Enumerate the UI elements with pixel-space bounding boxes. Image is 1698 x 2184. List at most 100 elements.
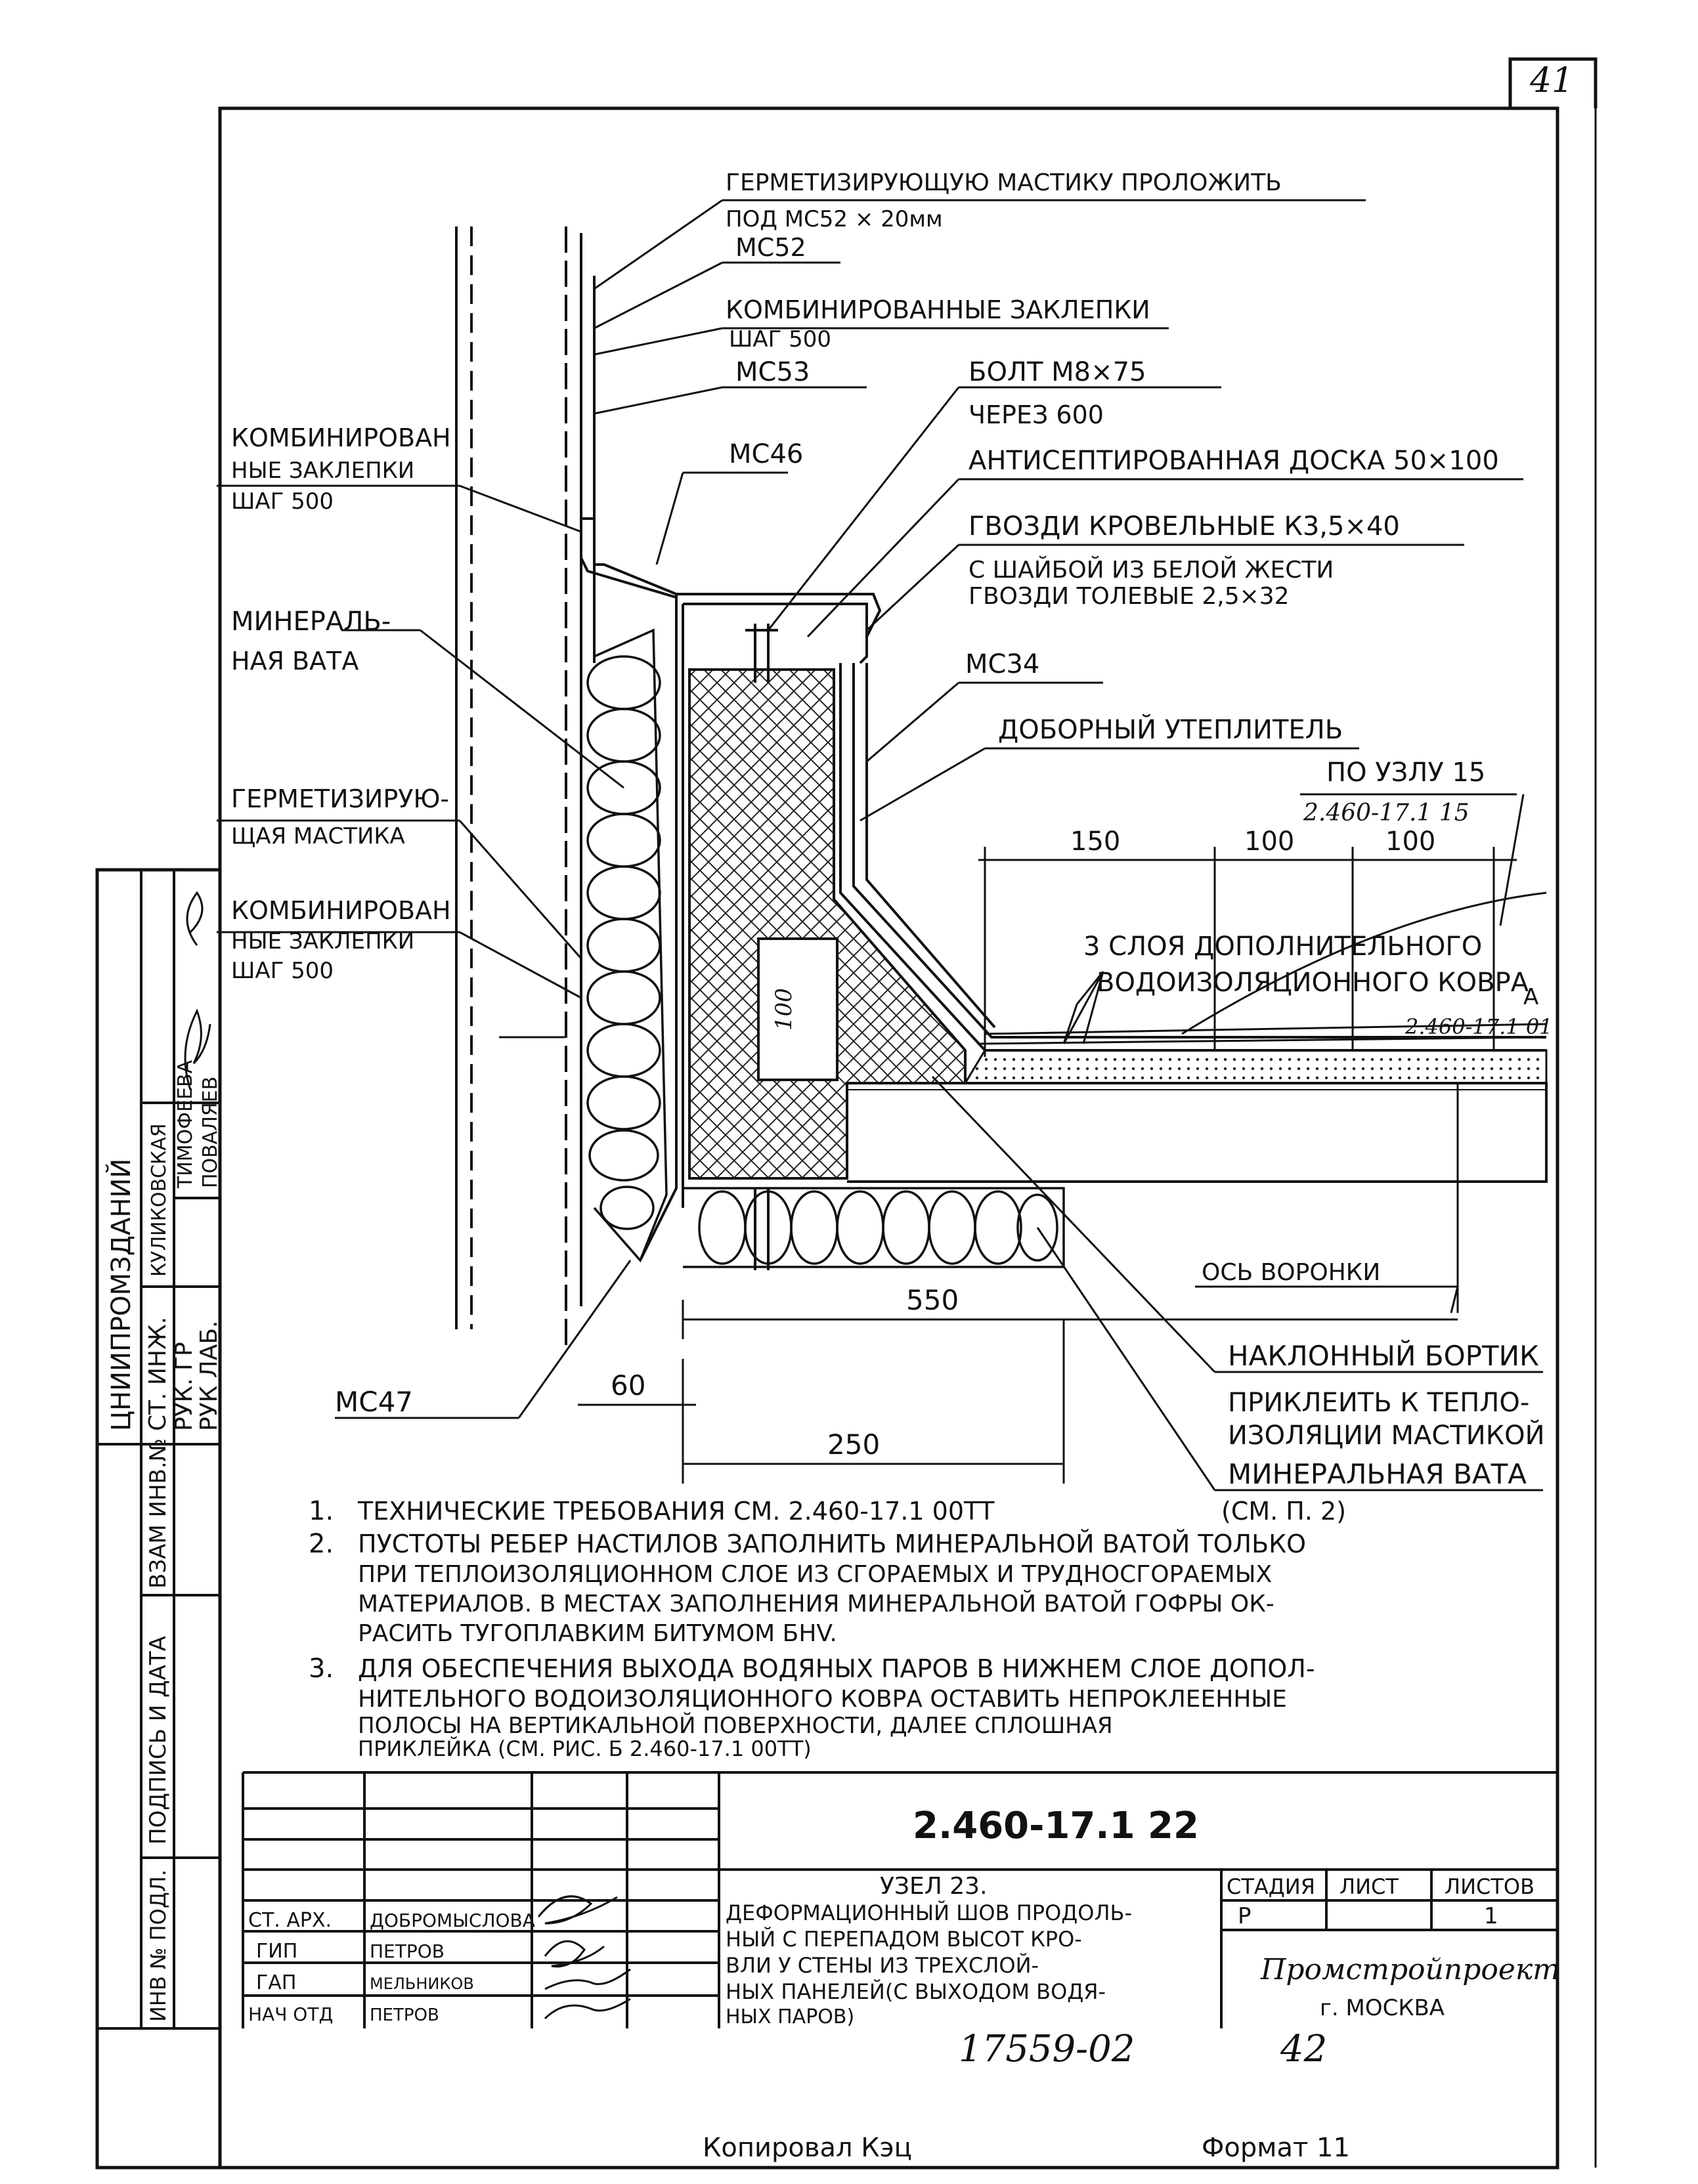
label-mc34: МС34 [965, 649, 1039, 679]
stamp-name-1: КУЛИКОВСКАЯ [148, 1123, 171, 1277]
label-board: АНТИСЕПТИРОВАННАЯ ДОСКА 50×100 [969, 446, 1499, 476]
archive-number: 17559-02 [959, 2028, 1135, 2070]
label-glue2: ИЗОЛЯЦИИ МАСТИКОЙ [1228, 1419, 1545, 1451]
org-city: г. МОСКВА [1320, 1995, 1445, 2021]
label-mineral-b: НАЯ ВАТА [231, 647, 359, 675]
wall-panel [455, 226, 596, 1346]
side-stamp: ЦНИИПРОМЗДАНИЙ СТ. ИНЖ. РУК. ГР РУК ЛАБ.… [96, 868, 223, 2030]
board-50x100 [757, 937, 838, 1081]
person-name-2: ПЕТРОВ [370, 1940, 445, 1962]
label-bolt: БОЛТ М8×75 [969, 357, 1146, 387]
label-rivets-left1b: НЫЕ ЗАКЛЕПКИ [231, 458, 414, 484]
stamp-signatures [184, 891, 211, 1090]
person-name-1: ДОБРОМЫСЛОВА [370, 1910, 535, 1931]
lower-mineral-wool [683, 1187, 1065, 1268]
note-3-line-2: НИТЕЛЬНОГО ВОДОИЗОЛЯЦИОННОГО КОВРА ОСТАВ… [358, 1686, 1287, 1713]
note-1-line-1: ТЕХНИЧЕСКИЕ ТРЕБОВАНИЯ СМ. 2.460-17.1 00… [357, 1497, 995, 1526]
label-funnel-axis: ОСЬ ВОРОНКИ [1202, 1259, 1380, 1286]
dimension-lines [578, 847, 1517, 1484]
label-rivets-left1a: КОМБИНИРОВАН [231, 423, 451, 452]
title-line-3: НЫЙ С ПЕРЕПАДОМ ВЫСОТ КРО- [726, 1927, 1082, 1952]
person-role-4: НАЧ ОТД [248, 2003, 333, 2025]
note-1-num: 1. [309, 1496, 334, 1526]
rigid-insulation [688, 668, 967, 1180]
label-mc52: МС52 [735, 233, 806, 262]
label-nails1: ГВОЗДИ КРОВЕЛЬНЫЕ К3,5×40 [969, 511, 1400, 542]
label-extra-insulation: ДОБОРНЫЙ УТЕПЛИТЕЛЬ [998, 714, 1343, 745]
dim-100b: 100 [1385, 826, 1435, 857]
label-nails2: С ШАЙБОЙ ИЗ БЕЛОЙ ЖЕСТИ [969, 556, 1334, 584]
label-mc46: МС46 [729, 439, 803, 469]
bolt [745, 624, 778, 683]
person-role-3: ГАП [256, 1971, 296, 1994]
label-layers1: 3 СЛОЯ ДОПОЛНИТЕЛЬНОГО [1083, 931, 1482, 962]
sheets-value: 1 [1484, 1903, 1498, 1929]
label-mc47: МС47 [335, 1386, 413, 1418]
title-code: 2.460-17.1 22 [913, 1805, 1199, 1847]
stage-value: Р [1238, 1903, 1252, 1929]
stage-label: СТАДИЯ [1227, 1874, 1315, 1899]
label-slope-curb: НАКЛОННЫЙ БОРТИК [1228, 1339, 1539, 1372]
org-name: Промстройпроект [1260, 1953, 1560, 1986]
note-2-line-4: РАСИТЬ ТУГОПЛАВКИМ БИТУМОМ БНV. [358, 1620, 837, 1647]
stamp-role-2: РУК. ГР [171, 1342, 198, 1431]
notes-block: 1. ТЕХНИЧЕСКИЕ ТРЕБОВАНИЯ СМ. 2.460-17.1… [309, 1496, 1315, 1761]
label-mineral-a: МИНЕРАЛЬ- [231, 607, 391, 637]
wall-mineral-wool [586, 628, 668, 1263]
person-role-1: СТ. АРХ. [248, 1909, 332, 1932]
sheet-number: 41 [1529, 61, 1573, 100]
copied-by: Копировал Кэц [703, 2133, 912, 2163]
dim-100a: 100 [1244, 826, 1294, 857]
label-see-p2: (СМ. П. 2) [1221, 1497, 1346, 1526]
title-signatures [537, 1895, 631, 2020]
stamp-field-1: ВЗАМ ИНВ.№ [145, 1438, 171, 1589]
stamp-field-3: ИНВ № ПОДЛ. [146, 1870, 171, 2022]
stamp-field-2: ПОДПИСЬ И ДАТА [145, 1636, 171, 1845]
title-block: 2.460-17.1 22 УЗЕЛ 23. ДЕФОРМАЦИОННЫЙ ШО… [242, 1771, 1560, 2028]
person-name-4: ПЕТРОВ [370, 2005, 439, 2025]
stamp-role-1: СТ. ИНЖ. [144, 1317, 171, 1431]
title-line-6: НЫХ ПАРОВ) [726, 2005, 854, 2028]
sheet-format: Формат 11 [1202, 2133, 1350, 2163]
label-mark-a: А [1523, 984, 1538, 1010]
label-glue1: ПРИКЛЕИТЬ К ТЕПЛО- [1228, 1388, 1529, 1418]
label-sealant-b: ЩАЯ МАСТИКА [231, 823, 405, 849]
title-line-4: ВЛИ У СТЕНЫ ИЗ ТРЕХСЛОЙ- [726, 1953, 1039, 1978]
label-layers2: ВОДОИЗОЛЯЦИОННОГО КОВРА [1097, 968, 1529, 998]
sheets-label: ЛИСТОВ [1445, 1874, 1535, 1899]
note-3-line-3: ПОЛОСЫ НА ВЕРТИКАЛЬНОЙ ПОВЕРХНОСТИ, ДАЛЕ… [358, 1712, 1113, 1739]
label-ref-a: 2.460-17.1 01 [1404, 1014, 1553, 1039]
note-3-line-4: ПРИКЛЕЙКА (СМ. РИС. Б 2.460-17.1 00ТТ) [358, 1736, 812, 1761]
note-2-line-3: МАТЕРИАЛОВ. В МЕСТАХ ЗАПОЛНЕНИЯ МИНЕРАЛЬ… [358, 1590, 1274, 1617]
title-line-2: ДЕФОРМАЦИОННЫЙ ШОВ ПРОДОЛЬ- [726, 1900, 1132, 1925]
board-size-label: 100 [771, 988, 797, 1031]
label-bolt-step: ЧЕРЕЗ 600 [969, 400, 1104, 429]
label-mastic-top-2: ПОД МС52 × 20мм [726, 206, 943, 232]
stamp-name-3: ПОВАЛЯЕВ [199, 1077, 222, 1188]
label-node15: ПО УЗЛУ 15 [1326, 758, 1485, 788]
label-mc53: МС53 [735, 357, 810, 387]
page-number: 42 [1280, 2028, 1327, 2070]
sheet-label: ЛИСТ [1339, 1874, 1399, 1899]
dim-60: 60 [611, 1369, 645, 1402]
title-line-5: НЫХ ПАНЕЛЕЙ(С ВЫХОДОМ ВОДЯ- [726, 1979, 1106, 2004]
dim-150: 150 [1070, 826, 1120, 857]
dim-550: 550 [906, 1284, 959, 1316]
stamp-org: ЦНИИПРОМЗДАНИЙ [105, 1159, 137, 1431]
title-line-1: УЗЕЛ 23. [880, 1873, 988, 1900]
label-rivets-top-step: ШАГ 500 [729, 326, 831, 353]
dimension-labels: 150 100 100 550 60 250 [611, 826, 1435, 1461]
stamp-role-3: РУК ЛАБ. [196, 1321, 223, 1432]
person-role-2: ГИП [256, 1940, 297, 1963]
note-2-num: 2. [309, 1529, 334, 1559]
note-3-line-1: ДЛЯ ОБЕСПЕЧЕНИЯ ВЫХОДА ВОДЯНЫХ ПАРОВ В Н… [358, 1654, 1315, 1683]
leader-lines [217, 199, 1543, 1491]
note-2-line-1: ПУСТОТЫ РЕБЕР НАСТИЛОВ ЗАПОЛНИТЬ МИНЕРАЛ… [358, 1530, 1306, 1558]
dim-250: 250 [827, 1428, 880, 1461]
person-name-3: МЕЛЬНИКОВ [370, 1975, 474, 1993]
label-rivets-left2a: КОМБИНИРОВАН [231, 896, 451, 925]
label-node15-ref: 2.460-17.1 15 [1303, 800, 1469, 826]
label-nails3: ГВОЗДИ ТОЛЕВЫЕ 2,5×32 [969, 583, 1290, 610]
note-2-line-2: ПРИ ТЕПЛОИЗОЛЯЦИОННОМ СЛОЕ ИЗ СГОРАЕМЫХ … [358, 1561, 1272, 1588]
